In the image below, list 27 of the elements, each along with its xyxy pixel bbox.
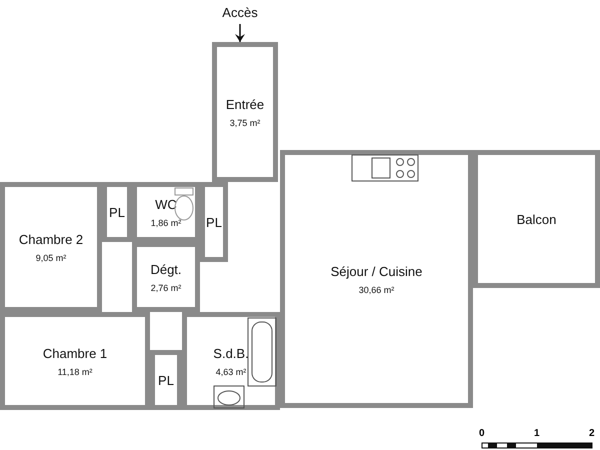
- room-name: PL: [206, 214, 222, 230]
- room-name: WC: [155, 196, 177, 212]
- scale-label: 1: [534, 428, 540, 439]
- room-area: 1,86 m²: [150, 218, 182, 228]
- room-area: 9,05 m²: [36, 252, 66, 262]
- balcony: [473, 150, 600, 288]
- room-name: Chambre 1: [42, 346, 108, 360]
- entrance-room: [212, 42, 278, 182]
- scale-label: 2: [589, 428, 595, 439]
- access-arrow: [235, 24, 245, 42]
- room-name: Chambre 2: [18, 232, 84, 246]
- scale-label: 0: [479, 428, 485, 439]
- room-name: S.d.B.: [213, 346, 249, 360]
- bedroom: [0, 182, 102, 312]
- room-area: 4,63 m²: [216, 366, 246, 376]
- room-name: Entrée: [226, 96, 264, 112]
- room-name: PL: [109, 204, 125, 220]
- room-name: Dégt.: [150, 262, 182, 276]
- room-area: 30,66 m²: [358, 284, 394, 294]
- room-area: 3,75 m²: [230, 118, 260, 128]
- room-area: 2,76 m²: [150, 282, 182, 292]
- living-kitchen-room: [280, 150, 473, 408]
- room-area: 11,18 m²: [58, 366, 92, 376]
- room-name: PL: [158, 372, 174, 388]
- room-name: Balcon: [516, 212, 556, 226]
- room-name: Séjour / Cuisine: [330, 264, 422, 278]
- access-label: Accès: [222, 4, 258, 20]
